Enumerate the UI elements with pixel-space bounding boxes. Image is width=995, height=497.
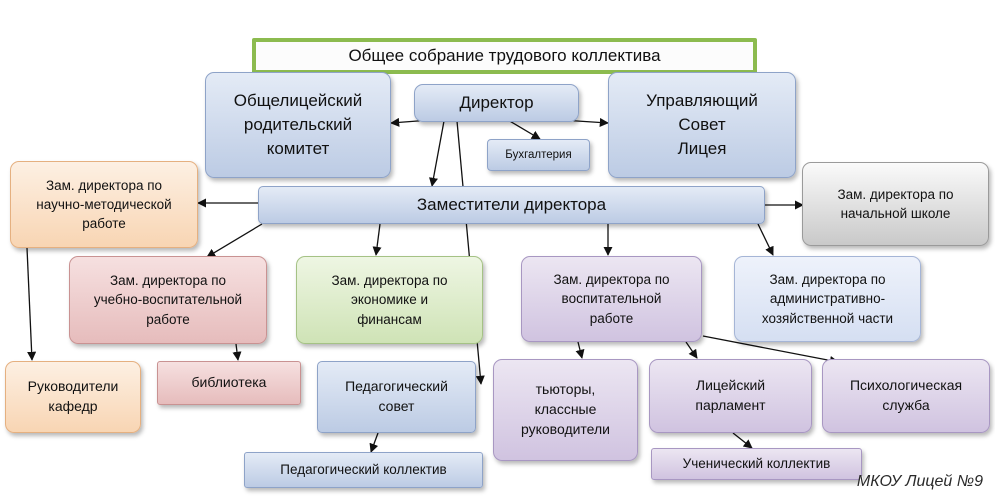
deputy-economics-line-3: финансам (357, 311, 422, 327)
pedagogical-council-line-1: Педагогический (345, 378, 448, 395)
deputy-scientific-line-2: научно-методической (36, 196, 172, 212)
arrow-director-pedagogical-council (456, 120, 485, 385)
deputy-educational-line-3: работе (146, 311, 190, 327)
deputy-upbringing-box: Зам. директора по воспитательной работе (521, 256, 702, 342)
library-box: библиотека (157, 361, 301, 405)
arrow-upbringing-psych (702, 335, 839, 365)
arrow-council-teaching-staff (369, 432, 379, 453)
deputy-admin-line-3: хозяйственной части (761, 310, 894, 326)
arrow-deputies-admin (757, 223, 774, 256)
general-meeting-label: Общее собрание трудового коллектива (348, 45, 661, 65)
deputies-label: Заместители директора (416, 194, 607, 214)
tutors-line-3: руководители (520, 420, 610, 437)
governing-council-line-2: Совет (678, 114, 726, 134)
arrow-upbringing-tutors (575, 341, 585, 359)
deputy-admin-line-1: Зам. директора по (769, 272, 886, 288)
director-box: Директор (414, 84, 579, 122)
deputy-primary-line-1: Зам. директора по (837, 186, 954, 202)
dept-heads-line-1: Руководители (27, 378, 119, 395)
deputy-upbringing-line-2: воспитательной (561, 291, 662, 307)
deputy-scientific-line-3: работе (82, 216, 126, 232)
arrow-director-deputies (429, 120, 445, 187)
deputy-educational-line-2: учебно-воспитательной (93, 292, 243, 308)
deputy-scientific-box: Зам. директора по научно-методической ра… (10, 161, 198, 248)
deputy-admin-box: Зам. директора по административно- хозяй… (734, 256, 921, 342)
accounting-box: Бухгалтерия (487, 139, 590, 171)
psych-service-box: Психологическая служба (822, 359, 990, 433)
pedagogical-council-box: Педагогический совет (317, 361, 476, 433)
arrow-deputies-economics (372, 223, 382, 256)
tutors-box: тьюторы, классные руководители (493, 359, 638, 461)
arrow-upbringing-parliament (685, 341, 698, 359)
deputy-scientific-line-1: Зам. директора по (45, 177, 163, 193)
lyceum-parliament-line-1: Лицейский (695, 377, 766, 394)
deputy-upbringing-line-1: Зам. директора по (553, 272, 670, 288)
deputy-upbringing-line-3: работе (589, 310, 634, 326)
tutors-line-1: тьюторы, (535, 381, 596, 398)
parent-committee-line-1: Общелицейский (233, 90, 363, 110)
director-label: Директор (459, 92, 534, 112)
teaching-staff-label: Педагогический коллектив (280, 462, 447, 478)
dept-heads-box: Руководители кафедр (5, 361, 141, 433)
governing-council-box: Управляющий Совет Лицея (608, 72, 796, 178)
deputy-primary-line-2: начальной школе (840, 206, 951, 221)
lyceum-parliament-box: Лицейский парламент (649, 359, 812, 433)
tutors-line-2: классные (534, 401, 597, 418)
deputy-economics-line-1: Зам. директора по (331, 273, 448, 289)
parent-committee-line-2: родительский (243, 114, 353, 134)
psych-service-line-1: Психологическая (849, 377, 963, 394)
deputy-educational-box: Зам. директора по учебно-воспитательной … (69, 256, 267, 344)
lyceum-parliament-line-2: парламент (695, 397, 766, 413)
accounting-label: Бухгалтерия (505, 148, 572, 161)
teaching-staff-box: Педагогический коллектив (244, 452, 483, 488)
governing-council-line-1: Управляющий (646, 90, 758, 110)
arrow-educational-library (232, 343, 242, 361)
deputies-box: Заместители директора (258, 186, 765, 224)
parent-committee-box: Общелицейский родительский комитет (205, 72, 391, 178)
student-body-box: Ученический коллектив (651, 448, 862, 480)
deputy-primary-box: Зам. директора по начальной школе (802, 162, 989, 246)
student-body-label: Ученический коллектив (682, 456, 831, 472)
arrow-director-accounting (507, 119, 541, 140)
pedagogical-council-line-2: совет (378, 398, 415, 414)
governing-council-line-3: Лицея (677, 139, 727, 159)
deputy-admin-line-2: административно- (769, 291, 886, 307)
deputy-economics-box: Зам. директора по экономике и финансам (296, 256, 483, 344)
arrow-parliament-student-body (732, 432, 753, 449)
dept-heads-line-2: кафедр (48, 398, 98, 414)
parent-committee-line-3: комитет (266, 139, 330, 159)
general-meeting-box: Общее собрание трудового коллектива (252, 38, 757, 74)
library-label: библиотека (191, 374, 267, 391)
deputy-economics-line-2: экономике и (350, 292, 429, 308)
arrow-deputies-educational (206, 223, 263, 258)
watermark-text: МКОУ Лицей №9 (856, 473, 983, 490)
deputy-educational-line-1: Зам. директора по (109, 273, 227, 289)
arrow-scientific-dept-heads (26, 247, 37, 361)
psych-service-line-2: служба (882, 397, 930, 413)
